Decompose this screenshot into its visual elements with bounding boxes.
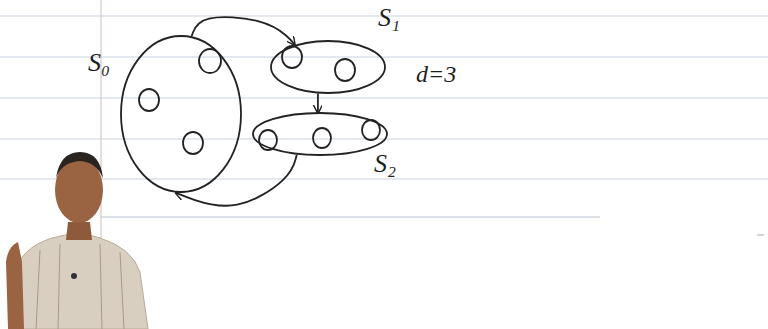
ellipse-path <box>121 36 241 192</box>
set-ellipse: S₂ <box>252 112 388 156</box>
transition-arrow <box>176 155 297 206</box>
lecturer-shirt <box>10 232 148 329</box>
ellipse-path <box>271 41 385 93</box>
element-circles <box>139 46 380 154</box>
element-circle <box>313 128 331 148</box>
transition-arrow <box>317 94 319 113</box>
set-ellipse: S₀ <box>120 35 242 193</box>
element-circle <box>183 132 203 154</box>
set-ellipse: S₁ <box>270 40 386 94</box>
element-circle <box>139 89 159 111</box>
shirt-stripes <box>36 244 124 329</box>
annotation-text: d=3 <box>416 62 456 86</box>
lecturer-figure <box>6 152 148 329</box>
ruled-line <box>0 179 768 180</box>
ellipse-outline <box>252 112 388 156</box>
transition-arrow <box>192 17 295 45</box>
ellipse-path <box>253 113 387 155</box>
lecturer-hair <box>56 152 103 178</box>
set-label: S₁ <box>376 4 402 32</box>
ruled-line <box>0 98 768 99</box>
ruled-lines <box>0 16 768 179</box>
set-label: S₀ <box>86 49 112 77</box>
set-label: S₂ <box>372 150 398 178</box>
lecturer-hand <box>6 242 24 329</box>
lecturer-neck <box>66 222 92 240</box>
page-mark <box>757 235 764 236</box>
ruled-line <box>100 216 600 217</box>
element-circle <box>335 59 355 81</box>
ruled-line <box>0 57 768 58</box>
ellipse-outline <box>120 35 242 193</box>
ellipse-outline <box>270 40 386 94</box>
lapel-microphone <box>71 273 77 279</box>
